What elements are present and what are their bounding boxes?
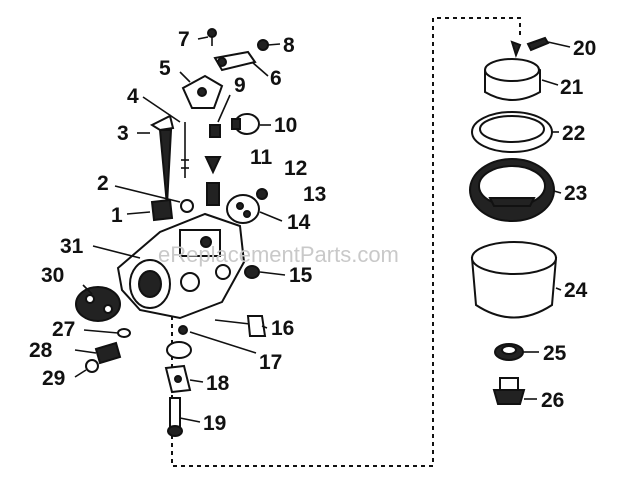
part-3-needle bbox=[149, 114, 175, 206]
callout-14: 14 bbox=[287, 211, 311, 234]
part-2-spring bbox=[180, 182, 220, 213]
callout-4: 4 bbox=[127, 85, 139, 108]
part-1-spring bbox=[150, 198, 174, 222]
callout-26: 26 bbox=[541, 389, 564, 412]
part-15-nut bbox=[244, 265, 260, 279]
callout-5: 5 bbox=[159, 57, 171, 80]
part-24-float-bowl bbox=[470, 241, 558, 319]
callout-31: 31 bbox=[60, 235, 84, 258]
callout-27: 27 bbox=[52, 318, 75, 341]
callout-16: 16 bbox=[271, 317, 294, 340]
part-4-needle bbox=[181, 122, 189, 178]
assembly-dashed-line bbox=[171, 17, 521, 467]
callout-1: 1 bbox=[111, 204, 123, 227]
callout-3: 3 bbox=[117, 122, 129, 145]
callout-13: 13 bbox=[303, 183, 326, 206]
callout-18: 18 bbox=[206, 372, 230, 395]
part-22-gasket bbox=[471, 111, 553, 153]
part-16-shaft bbox=[214, 315, 267, 337]
callout-8: 8 bbox=[283, 34, 295, 57]
callout-7: 7 bbox=[178, 28, 190, 51]
part-7-screw bbox=[207, 28, 217, 46]
callout-24: 24 bbox=[564, 279, 588, 302]
callout-2: 2 bbox=[97, 172, 109, 195]
callout-6: 6 bbox=[270, 67, 282, 90]
part-23-gasket bbox=[469, 158, 555, 222]
part-9-spring bbox=[209, 124, 221, 138]
part-21-float bbox=[484, 40, 541, 101]
callout-23: 23 bbox=[564, 182, 587, 205]
part-29-ring bbox=[85, 359, 99, 373]
part-12-washer bbox=[256, 188, 268, 200]
part-26-bowl-nut bbox=[492, 377, 526, 405]
part-25-washer bbox=[494, 343, 524, 361]
part-28-spring bbox=[94, 341, 122, 365]
callout-30: 30 bbox=[41, 264, 64, 287]
callout-19: 19 bbox=[203, 412, 226, 435]
part-19-jet bbox=[167, 397, 183, 437]
callout-10: 10 bbox=[274, 114, 297, 137]
part-17-ring bbox=[178, 325, 188, 335]
part-5-throttle-shaft bbox=[181, 74, 224, 109]
part-18-seat bbox=[164, 341, 192, 394]
part-11-needle bbox=[204, 156, 222, 175]
part-27-screw bbox=[117, 328, 131, 338]
callout-9: 9 bbox=[234, 74, 246, 97]
callout-17: 17 bbox=[259, 351, 282, 374]
callout-12: 12 bbox=[284, 157, 307, 180]
part-13-14-diaphragm bbox=[226, 194, 260, 224]
part-8-screw bbox=[257, 39, 269, 51]
part-10-screw bbox=[231, 113, 260, 135]
watermark: eReplacementParts.com bbox=[158, 242, 399, 267]
part-6-lever bbox=[213, 50, 257, 72]
callout-25: 25 bbox=[543, 342, 567, 365]
callout-21: 21 bbox=[560, 76, 584, 99]
callout-11: 11 bbox=[250, 146, 273, 169]
leader-lines bbox=[74, 36, 571, 423]
callout-labels: 7 8 5 6 4 9 10 3 11 12 2 13 1 14 31 15 3… bbox=[29, 28, 596, 435]
callout-28: 28 bbox=[29, 339, 53, 362]
part-30-gasket bbox=[75, 286, 121, 322]
callout-20: 20 bbox=[573, 37, 596, 60]
part-20-pin bbox=[526, 36, 550, 52]
callout-29: 29 bbox=[42, 367, 65, 390]
callout-15: 15 bbox=[289, 264, 313, 287]
callout-22: 22 bbox=[562, 122, 585, 145]
part-31-carburetor-body bbox=[116, 212, 246, 320]
